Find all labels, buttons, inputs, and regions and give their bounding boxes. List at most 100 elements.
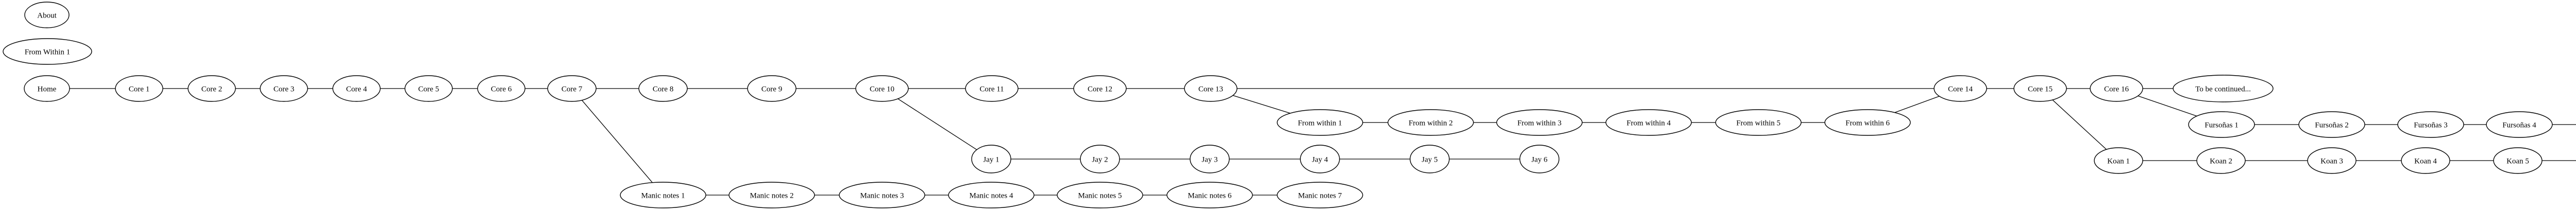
node-koan5-label: Koan 5 — [2506, 157, 2529, 165]
node-jay1: Jay 1 — [971, 145, 1011, 173]
node-core10-shape — [855, 75, 909, 102]
node-core16-label: Core 16 — [2104, 85, 2129, 93]
node-fw6: From within 6 — [1824, 109, 1911, 136]
node-home: Home — [24, 75, 70, 102]
node-core5-label: Core 5 — [418, 85, 439, 93]
node-fur1-shape — [2188, 111, 2255, 138]
node-core4-label: Core 4 — [346, 85, 367, 93]
node-jay2-shape — [1080, 145, 1120, 173]
node-core12: Core 12 — [1073, 75, 1127, 102]
node-core16-shape — [2090, 75, 2143, 102]
node-fw1: From within 1 — [1277, 109, 1363, 136]
node-mn3-shape — [839, 182, 925, 208]
node-tbc-label: To be continued... — [2195, 85, 2251, 93]
node-koan3: Koan 3 — [2307, 147, 2357, 174]
node-core9-label: Core 9 — [761, 85, 782, 93]
node-koan2-label: Koan 2 — [2210, 157, 2232, 165]
node-jay4-label: Jay 4 — [1312, 155, 1328, 164]
node-core14-shape — [1934, 75, 1987, 102]
node-core2-label: Core 2 — [201, 85, 222, 93]
node-core4-shape — [332, 75, 381, 102]
node-home-shape — [24, 75, 70, 102]
node-koan1-shape — [2094, 147, 2143, 174]
node-fur4-label: Fursoñas 4 — [2502, 121, 2536, 129]
node-core15-shape — [2013, 75, 2067, 102]
node-mn5-shape — [1057, 182, 1143, 208]
node-mn6: Manic notes 6 — [1166, 182, 1253, 208]
node-koan4-label: Koan 4 — [2414, 157, 2437, 165]
node-koan4: Koan 4 — [2401, 147, 2450, 174]
node-fw3-label: From within 3 — [1517, 119, 1562, 127]
node-jay3: Jay 3 — [1190, 145, 1230, 173]
node-core12-label: Core 12 — [1088, 85, 1112, 93]
node-core5: Core 5 — [404, 75, 453, 102]
node-mn1: Manic notes 1 — [620, 182, 706, 208]
node-core8-shape — [638, 75, 688, 102]
node-core1-shape — [115, 75, 163, 102]
node-mn5: Manic notes 5 — [1057, 182, 1143, 208]
node-fur3-label: Fursoñas 3 — [2414, 121, 2447, 129]
edge-core10-jay1 — [882, 88, 992, 160]
node-core1-label: Core 1 — [129, 85, 149, 93]
node-koan4-shape — [2401, 147, 2450, 174]
node-fur1: Fursoñas 1 — [2188, 111, 2255, 138]
node-core3: Core 3 — [260, 75, 308, 102]
node-fur2-shape — [2298, 111, 2365, 138]
node-mn3: Manic notes 3 — [839, 182, 925, 208]
node-core6: Core 6 — [477, 75, 526, 102]
edge-core15-koan1 — [2040, 88, 2119, 161]
node-fw1-shape — [1277, 109, 1363, 136]
node-fw6-shape — [1824, 109, 1911, 136]
node-mn3-label: Manic notes 3 — [860, 191, 904, 200]
node-fwcap: From Within 1 — [3, 38, 92, 65]
node-fw6-label: From within 6 — [1845, 119, 1890, 127]
node-koan2: Koan 2 — [2196, 147, 2246, 174]
node-mn1-label: Manic notes 1 — [641, 191, 685, 200]
node-koan3-label: Koan 3 — [2320, 157, 2343, 165]
node-about-shape — [24, 2, 70, 28]
node-fw4-shape — [1605, 109, 1692, 136]
node-mn7-shape — [1277, 182, 1363, 208]
node-mn2-label: Manic notes 2 — [750, 191, 794, 200]
node-tbc: To be continued... — [2173, 75, 2274, 102]
node-core10-label: Core 10 — [870, 85, 894, 93]
node-jay2-label: Jay 2 — [1092, 155, 1108, 164]
node-fw4-label: From within 4 — [1626, 119, 1671, 127]
node-koan3-shape — [2307, 147, 2357, 174]
node-core13-label: Core 13 — [1198, 85, 1223, 93]
node-core11-label: Core 11 — [979, 85, 1004, 93]
node-core12-shape — [1073, 75, 1127, 102]
node-core11-shape — [965, 75, 1019, 102]
node-core14: Core 14 — [1934, 75, 1987, 102]
node-koan2-shape — [2196, 147, 2246, 174]
node-fur1-label: Fursoñas 1 — [2205, 121, 2238, 129]
node-jay6-shape — [1519, 145, 1560, 173]
node-jay6-label: Jay 6 — [1531, 155, 1548, 164]
node-fur3: Fursoñas 3 — [2397, 111, 2464, 138]
node-fw2: From within 2 — [1387, 109, 1474, 136]
node-core16: Core 16 — [2090, 75, 2143, 102]
node-fw2-label: From within 2 — [1409, 119, 1453, 127]
node-mn2-shape — [728, 182, 815, 208]
node-fwcap-shape — [3, 38, 92, 65]
node-core8-label: Core 8 — [653, 85, 673, 93]
node-jay6: Jay 6 — [1519, 145, 1560, 173]
node-mn4: Manic notes 4 — [948, 182, 1035, 208]
node-koan5-shape — [2493, 147, 2543, 174]
node-core13: Core 13 — [1184, 75, 1238, 102]
node-mn4-shape — [948, 182, 1035, 208]
node-core10: Core 10 — [855, 75, 909, 102]
node-core9-shape — [747, 75, 796, 102]
node-jay1-shape — [971, 145, 1011, 173]
node-fw5-shape — [1715, 109, 1802, 136]
node-jay4: Jay 4 — [1300, 145, 1340, 173]
node-about-label: About — [37, 11, 57, 20]
node-fur2-label: Fursoñas 2 — [2315, 121, 2348, 129]
node-core13-shape — [1184, 75, 1238, 102]
node-jay1-label: Jay 1 — [983, 155, 999, 164]
node-fw3-shape — [1496, 109, 1583, 136]
node-fw5: From within 5 — [1715, 109, 1802, 136]
edge-core7-mn1 — [571, 88, 664, 196]
